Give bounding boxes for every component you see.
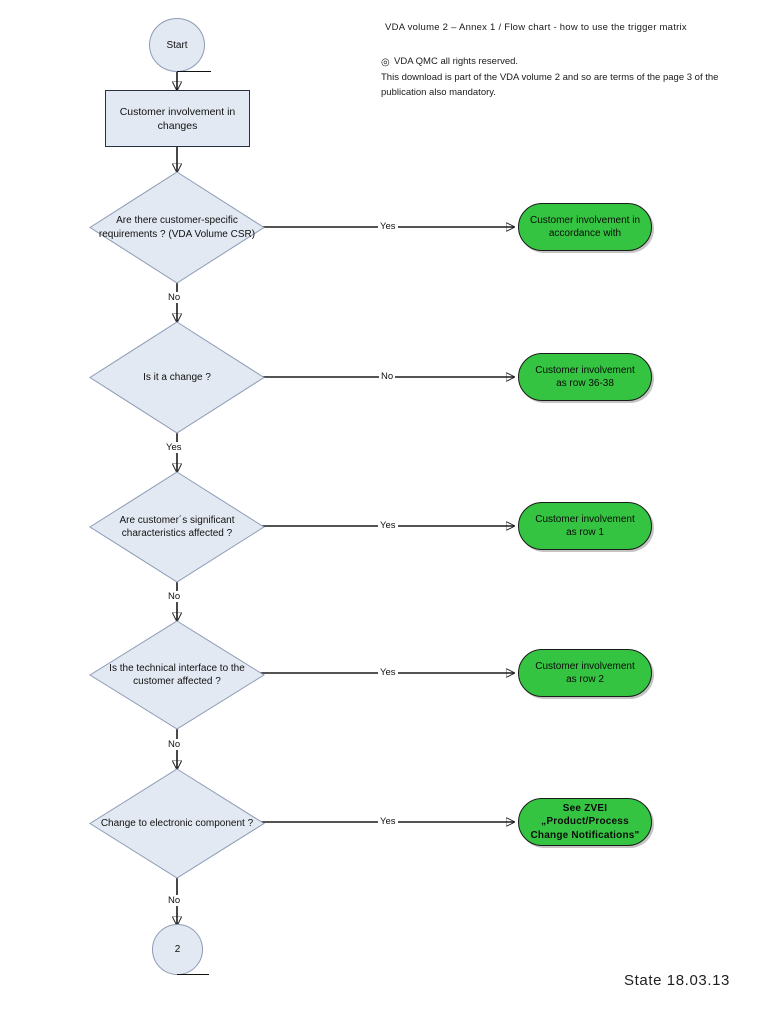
copyright-line: ◎ VDA QMC all rights reserved. <box>381 54 753 70</box>
node-outcome-zvei-notifications[interactable]: See ZVEI „Product/Process Change Notific… <box>518 798 652 846</box>
node-outcome-row-36-38[interactable]: Customer involvement as row 36-38 <box>518 353 652 401</box>
edge-label-d2-no: No <box>379 371 396 382</box>
state-date: State 18.03.13 <box>624 972 730 989</box>
node-start-label: Start <box>166 39 188 51</box>
node-process-customer-involvement[interactable]: Customer involvement in changes <box>105 90 250 147</box>
node-outcome-accordance-with[interactable]: Customer involvement in accordance with <box>518 203 652 251</box>
diamond-shape-5 <box>89 768 265 879</box>
legal-line-2: the publication also mandatory. <box>381 71 719 99</box>
edge-label-d1-yes: Yes <box>378 221 398 232</box>
node-connector-2-label: 2 <box>174 944 181 955</box>
legal-line-1: This download is part of the VDA volume … <box>381 71 703 83</box>
node-outcome-3-label: Customer involvement as row 1 <box>535 513 635 539</box>
edge-label-d3-no: No <box>166 591 183 602</box>
edge-label-d5-no: No <box>166 895 183 906</box>
legal-notice: ◎ VDA QMC all rights reserved. This downl… <box>381 54 753 101</box>
node-decision-technical-interface[interactable]: Is the technical interface to the custom… <box>89 620 265 730</box>
node-start[interactable]: Start <box>149 18 205 72</box>
node-decision-2-label: Is it a change ? <box>143 371 211 383</box>
node-offpage-connector-2[interactable]: 2 <box>152 924 203 975</box>
node-outcome-5-label: See ZVEI „Product/Process Change Notific… <box>530 802 640 841</box>
diamond-shape-3 <box>89 471 265 583</box>
node-outcome-row-1[interactable]: Customer involvement as row 1 <box>518 502 652 550</box>
diamond-shape-2 <box>89 321 265 434</box>
copyright-text: VDA QMC all rights reserved. <box>394 56 519 67</box>
start-tail-line <box>177 71 211 72</box>
node-decision-customer-specific-requirements[interactable]: Are there customer-specific requirements… <box>89 171 265 284</box>
edge-label-d4-no: No <box>166 739 183 750</box>
node-decision-significant-characteristics[interactable]: Are customer´s significant characteristi… <box>89 471 265 583</box>
edge-label-d5-yes: Yes <box>378 816 398 827</box>
connector-2-tail-line <box>177 974 209 975</box>
edge-label-d2-yes: Yes <box>164 442 184 453</box>
node-decision-5-label: Change to electronic component ? <box>100 817 254 829</box>
document-title: VDA volume 2 – Annex 1 / Flow chart - ho… <box>385 22 687 33</box>
node-decision-electronic-component[interactable]: Change to electronic component ? <box>89 768 265 879</box>
diamond-shape-1 <box>89 171 265 284</box>
node-decision-3-label: Are customer´s significant characteristi… <box>119 514 235 540</box>
node-outcome-1-label: Customer involvement in accordance with <box>529 214 641 240</box>
diamond-shape-4 <box>89 620 265 730</box>
edge-label-d3-yes: Yes <box>378 520 398 531</box>
node-decision-is-it-a-change[interactable]: Is it a change ? <box>89 321 265 434</box>
edge-label-d1-no: No <box>166 292 183 303</box>
edge-label-d4-yes: Yes <box>378 667 398 678</box>
node-decision-4-label: Is the technical interface to the custom… <box>109 662 245 688</box>
node-outcome-row-2[interactable]: Customer involvement as row 2 <box>518 649 652 697</box>
node-decision-1-label: Are there customer-specific requirements… <box>98 215 256 240</box>
node-outcome-2-label: Customer involvement as row 36-38 <box>535 364 635 390</box>
node-outcome-4-label: Customer involvement as row 2 <box>535 660 635 686</box>
copyright-icon: ◎ <box>381 57 390 68</box>
node-process-label: Customer involvement in changes <box>119 105 236 132</box>
